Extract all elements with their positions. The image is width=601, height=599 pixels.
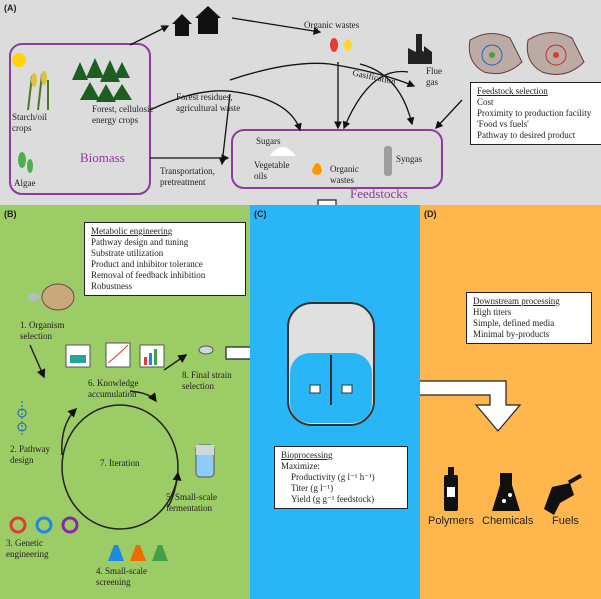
panel-d (420, 205, 601, 599)
panel-d-graphics (420, 380, 583, 515)
forest-residues-label: Forest residues, agricultural waste (176, 92, 241, 113)
step-7-label: 7. Iteration (100, 458, 140, 468)
bioprocessing-title: Bioprocessing (281, 450, 333, 460)
oil-drop-icon (312, 163, 322, 175)
metabolic-title: Metabolic engineering (91, 226, 173, 236)
transportation-label: Transportation, pretreatment (160, 166, 215, 187)
downstream-title: Downstream processing (473, 296, 560, 306)
selection-item: Cost (477, 97, 494, 107)
sugars-label: Sugars (256, 136, 281, 146)
starch-label: Starch/oil crops (12, 112, 47, 133)
step-3-label: 3. Genetic engineering (6, 538, 49, 559)
step-1-label: 1. Organism selection (20, 320, 65, 341)
panel-a-label: (A) (4, 3, 17, 13)
product-chemicals: Chemicals (482, 515, 534, 527)
bent-arrow-to-products (420, 380, 522, 432)
metabolic-item: Pathway design and tuning (91, 237, 189, 247)
factory-icon (408, 34, 432, 64)
feedstocks-title: Feedstocks (350, 186, 408, 201)
downstream-item: Minimal by-products (473, 329, 550, 339)
metabolic-item: Removal of feedback inhibition (91, 270, 206, 280)
syngas-label: Syngas (396, 154, 423, 164)
bioprocess-item: Yield (g g⁻¹ feedstock) (291, 494, 375, 504)
step-8-label: 8. Final strain selection (182, 370, 232, 391)
plasmid-icon (9, 516, 79, 534)
pathway-icon (17, 401, 27, 437)
selection-item: Proximity to production facility (477, 108, 592, 118)
flue-gas-label: Flue gas (426, 66, 443, 87)
panel-c-graphics (287, 302, 375, 426)
selection-item: 'Food vs fuels' (477, 119, 529, 129)
maximize-label: Maximize: (281, 461, 320, 471)
bioreactor-icon (287, 302, 375, 426)
downstream-item: Simple, defined media (473, 318, 555, 328)
petri-dish-icon (28, 283, 75, 311)
gas-cylinder-icon (384, 146, 392, 176)
panel-a-graphics (9, 6, 585, 205)
metabolic-item: Substrate utilization (91, 248, 164, 258)
crops-icon (27, 71, 49, 111)
panel-b-graphics (9, 283, 250, 561)
bioprocess-item: Productivity (g l⁻¹ h⁻¹) (291, 472, 375, 482)
step-5-label: 5. Small-scale fermentation (166, 492, 217, 513)
sun-icon (12, 53, 26, 67)
microbe-icon (198, 345, 214, 355)
algae-icon (18, 152, 33, 173)
feed-organic-wastes-label: Organic wastes (330, 164, 359, 185)
panel-d-label: (D) (424, 209, 437, 219)
product-polymers: Polymers (428, 515, 474, 527)
step-6-label: 6. Knowledge accumulation (88, 378, 139, 399)
chemicals-flask-icon (492, 473, 520, 511)
apple-core-icon (330, 38, 352, 52)
downstream-box: Downstream processing High titers Simple… (466, 292, 592, 344)
sugar-pile-icon (270, 147, 296, 156)
algae-label: Algae (14, 178, 36, 188)
organic-wastes-label: Organic wastes (304, 20, 360, 30)
down-arrow-to-c (317, 199, 337, 205)
downstream-item: High titers (473, 307, 512, 317)
panel-c-label: (C) (254, 209, 267, 219)
veg-oils-label: Vegetable oils (254, 160, 290, 181)
selection-item: Pathway to desired product (477, 130, 576, 140)
product-fuels: Fuels (552, 515, 579, 527)
small-fermenter-icon (195, 444, 215, 478)
bioprocess-item: Titer (g l⁻¹) (291, 483, 334, 493)
biomass-title: Biomass (80, 150, 125, 165)
feedstock-selection-box: Feedstock selection Cost Proximity to pr… (470, 82, 601, 145)
house-icon (172, 6, 221, 36)
chart-icons (65, 342, 165, 368)
fuel-nozzle-icon (544, 473, 583, 515)
feedstock-selection-title: Feedstock selection (477, 86, 548, 96)
metabolic-item: Robustness (91, 281, 133, 291)
bottle-icon (444, 467, 458, 511)
flask-icon (108, 545, 168, 561)
step-2-label: 2. Pathway design (10, 444, 50, 465)
map-icon (468, 32, 585, 75)
bioprocessing-box: Bioprocessing Maximize: Productivity (g … (274, 446, 408, 509)
panel-b-label: (B) (4, 209, 17, 219)
metabolic-engineering-box: Metabolic engineering Pathway design and… (84, 222, 246, 296)
trees-icon (72, 58, 132, 102)
right-arrow-to-c (225, 346, 250, 360)
step-4-label: 4. Small-scale screening (96, 566, 147, 587)
metabolic-item: Product and inhibitor tolerance (91, 259, 203, 269)
forest-label: Forest, cellulosic energy crops (92, 104, 154, 125)
